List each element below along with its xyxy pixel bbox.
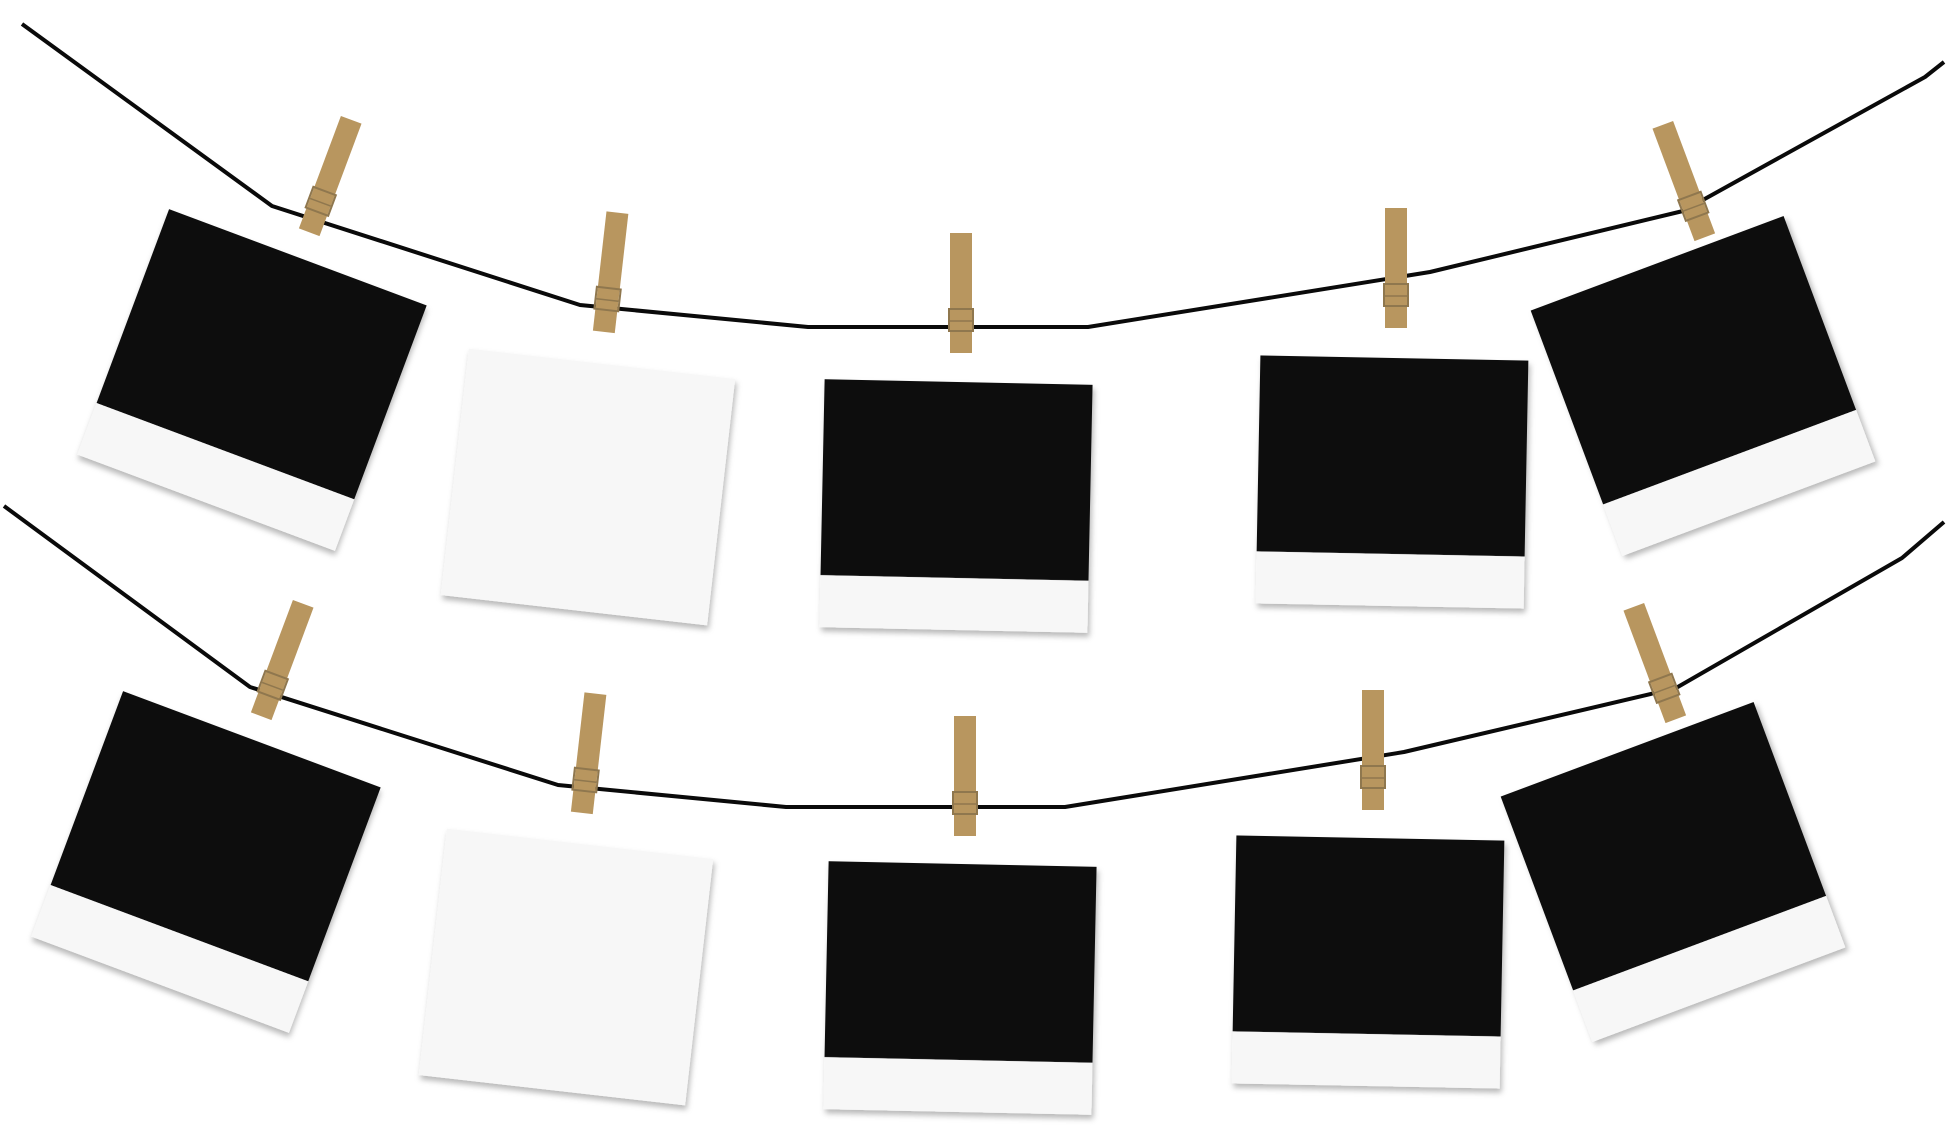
photo-top-row-2 xyxy=(440,348,736,626)
rope-bottom-row xyxy=(2,504,1946,809)
photo-bottom-row-3 xyxy=(823,861,1097,1115)
clothespin-icon xyxy=(948,233,974,353)
clothespin-icon xyxy=(298,115,362,237)
photo-image-area xyxy=(820,379,1093,581)
rope-top-row xyxy=(20,22,1946,329)
photo-top-row-5 xyxy=(1530,216,1876,556)
photo-image-area xyxy=(824,861,1097,1063)
clothespin-icon xyxy=(1383,208,1409,328)
photo-image-area xyxy=(1256,355,1529,557)
clothespin-icon xyxy=(1623,602,1687,724)
photo-bottom-row-5 xyxy=(1500,702,1846,1042)
photo-bottom-row-2 xyxy=(418,828,714,1106)
photo-image-area xyxy=(1232,835,1505,1037)
photo-top-row-4 xyxy=(1255,355,1529,609)
ropes xyxy=(2,22,1946,809)
photos xyxy=(31,209,1876,1115)
clothespin-icon xyxy=(952,716,978,836)
photo-frame xyxy=(418,828,714,1106)
clothespin-icon xyxy=(592,211,629,334)
photo-image-area xyxy=(1500,702,1827,991)
photo-top-row-3 xyxy=(819,379,1093,633)
clothespins xyxy=(250,115,1716,836)
clothespin-icon xyxy=(1652,120,1716,242)
photo-frame xyxy=(440,348,736,626)
clothespin-icon xyxy=(570,692,607,815)
photo-bottom-row-1 xyxy=(31,691,381,1033)
photo-image-area xyxy=(96,209,427,500)
clothespin-icon xyxy=(250,599,314,721)
photo-image-area xyxy=(1530,216,1857,505)
photo-bottom-row-4 xyxy=(1231,835,1505,1089)
photo-image-area xyxy=(50,691,381,982)
clothespin-icon xyxy=(1360,690,1386,810)
photo-top-row-1 xyxy=(77,209,427,551)
